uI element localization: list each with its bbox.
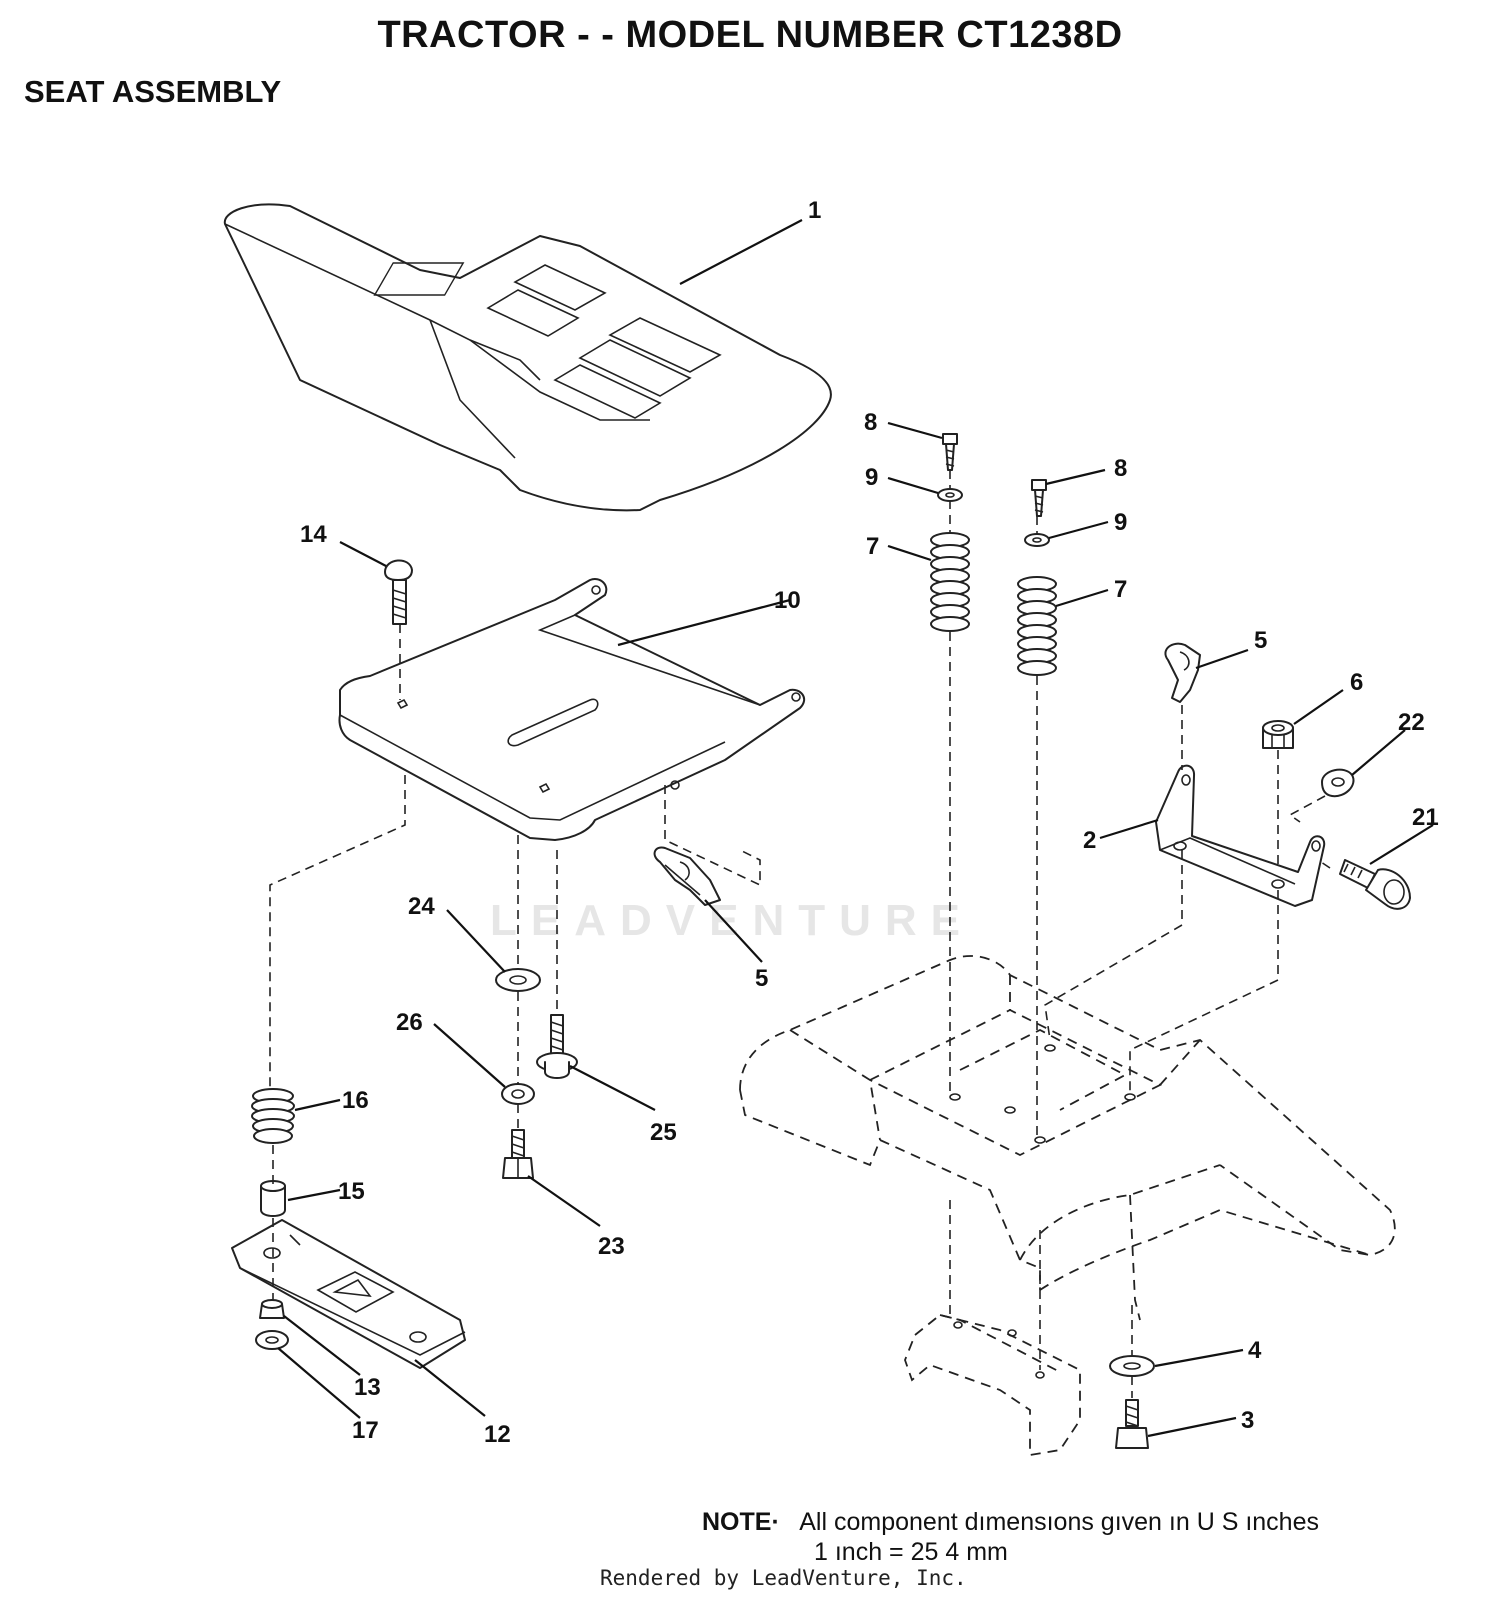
note-line-2: 1 ınch = 25 4 mm — [814, 1538, 1008, 1566]
callout-10: 10 — [774, 587, 801, 614]
callout-7-right: 7 — [1114, 576, 1127, 603]
part-screw-left — [942, 433, 958, 471]
callout-13: 13 — [354, 1374, 381, 1401]
part-washer-26 — [501, 1083, 535, 1105]
part-shoulder-bolt — [1339, 859, 1411, 910]
part-nut-22 — [1321, 768, 1355, 798]
callout-26: 26 — [396, 1009, 423, 1036]
render-credit: Rendered by LeadVenture, Inc. — [600, 1566, 967, 1590]
part-spring-small — [251, 1088, 295, 1144]
page-title: TRACTOR - - MODEL NUMBER CT1238D — [377, 14, 1123, 56]
leader-lines — [277, 219, 1434, 1438]
part-flange-bolt — [536, 1014, 578, 1079]
part-washer-24 — [495, 968, 541, 992]
callout-6: 6 — [1350, 669, 1363, 696]
part-washer-17 — [255, 1330, 289, 1350]
callout-12: 12 — [484, 1421, 511, 1448]
callout-9-right: 9 — [1114, 509, 1127, 536]
callout-17: 17 — [352, 1417, 379, 1444]
callout-4: 4 — [1248, 1337, 1262, 1364]
part-pivot-bracket — [231, 1219, 466, 1369]
part-clip-upper — [1164, 642, 1201, 703]
callout-3: 3 — [1241, 1407, 1254, 1434]
part-washer-4 — [1109, 1355, 1155, 1377]
part-carriage-bolt — [384, 559, 413, 625]
part-hex-bolt-3 — [1115, 1399, 1149, 1449]
note-label: NOTE· — [702, 1508, 780, 1536]
part-washer-9-right — [1024, 533, 1050, 547]
callout-labels: 1 2 3 4 5 5 6 7 7 8 8 9 9 10 12 13 14 15… — [300, 197, 1439, 1448]
callout-24: 24 — [408, 893, 435, 920]
callout-8-left: 8 — [864, 409, 877, 436]
callout-8-right: 8 — [1114, 455, 1127, 482]
tractor-frame-outline — [739, 955, 1396, 1457]
part-spring-left — [930, 532, 970, 632]
part-seat-pan — [338, 578, 806, 841]
part-seat — [223, 203, 832, 512]
callout-14: 14 — [300, 521, 327, 548]
section-title: SEAT ASSEMBLY — [24, 74, 282, 109]
dimension-note: NOTE· All component dımensıons gıven ın … — [702, 1508, 1319, 1566]
callout-5-lower: 5 — [755, 965, 768, 992]
note-line-1: All component dımensıons gıven ın U S ın… — [799, 1508, 1319, 1536]
callout-5-upper: 5 — [1254, 627, 1267, 654]
part-nut-13 — [259, 1299, 285, 1319]
part-bushing — [260, 1180, 286, 1217]
callout-9-left: 9 — [865, 464, 878, 491]
part-locknut — [1262, 720, 1294, 749]
callout-23: 23 — [598, 1233, 625, 1260]
assembly-centerlines — [269, 470, 1331, 1398]
part-mount-bracket — [1155, 764, 1326, 907]
callout-16: 16 — [342, 1087, 369, 1114]
callout-2: 2 — [1083, 827, 1096, 854]
part-washer-9-left — [937, 488, 963, 502]
part-hex-bolt-23 — [502, 1129, 534, 1179]
callout-15: 15 — [338, 1178, 365, 1205]
part-spring-right — [1017, 576, 1057, 676]
callout-1: 1 — [808, 197, 821, 224]
part-clip-lower — [653, 846, 721, 906]
callout-22: 22 — [1398, 709, 1425, 736]
callout-25: 25 — [650, 1119, 677, 1146]
callout-21: 21 — [1412, 804, 1439, 831]
part-screw-right — [1031, 479, 1047, 517]
watermark-text: LEADVENTURE — [490, 896, 974, 945]
callout-7-left: 7 — [866, 533, 879, 560]
